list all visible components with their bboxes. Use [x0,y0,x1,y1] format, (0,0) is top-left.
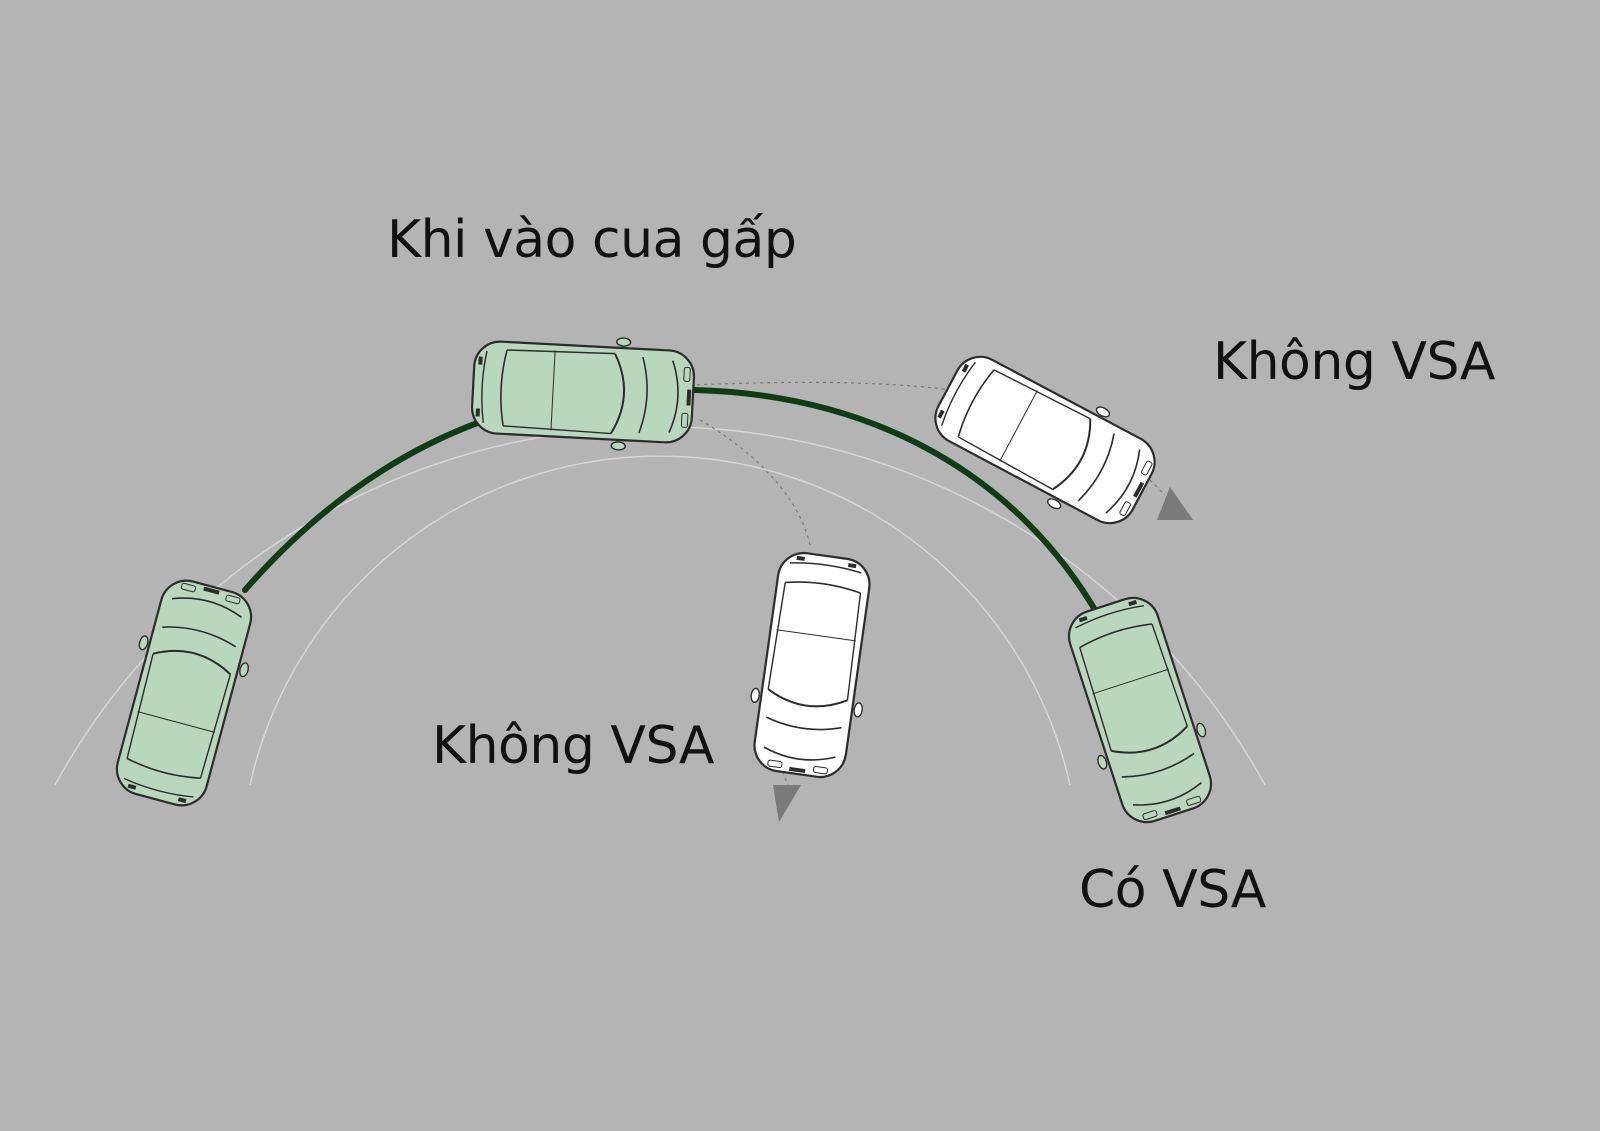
triangle-arrow-icon [1157,487,1193,520]
vsa-path [242,387,1101,618]
car-middle-white [740,547,884,783]
car-bottom-right-green [1051,586,1229,834]
skid-trail-right [1139,469,1166,496]
road-inner-edge [249,455,1071,786]
triangle-arrow-icon [773,785,801,822]
label-without-vsa-middle: Không VSA [432,716,714,776]
label-without-vsa-right: Không VSA [1213,332,1495,392]
car-top-green [469,329,697,455]
car-left-green [100,571,268,815]
label-with-vsa: Có VSA [1079,860,1266,920]
skid-path-middle [699,419,811,546]
car-right-white [920,337,1170,543]
diagram-title: Khi vào cua gấp [387,210,797,270]
